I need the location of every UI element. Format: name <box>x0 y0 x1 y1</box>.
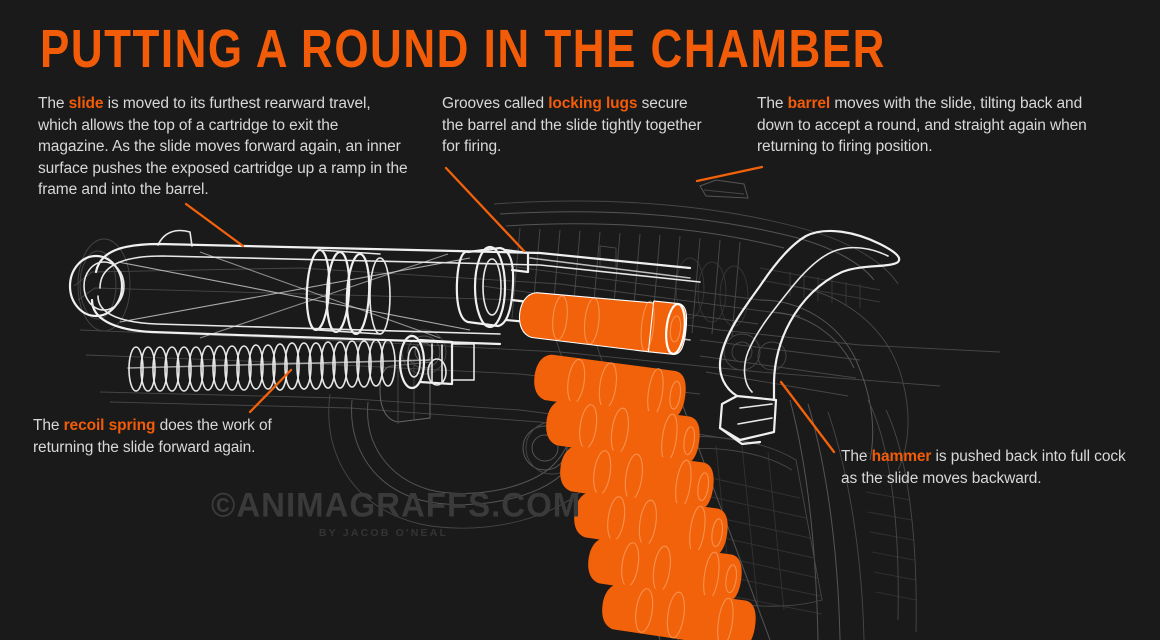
recoil-spring <box>127 334 475 392</box>
callout-slide-term: slide <box>68 95 104 112</box>
callout-recoil-before: The <box>33 417 64 434</box>
cartridge-chambering <box>518 292 688 355</box>
barrel-leader <box>695 165 764 183</box>
leader-lines <box>184 165 836 454</box>
callout-barrel-term: barrel <box>787 95 831 112</box>
callout-slide: The slide is moved to its furthest rearw… <box>38 93 410 201</box>
hammer-outline <box>718 229 901 446</box>
callout-barrel-before: The <box>757 95 788 112</box>
hammer-leader <box>779 380 836 454</box>
callout-recoil-spring: The recoil spring does the work of retur… <box>33 415 333 458</box>
recoil-spring-leader <box>248 368 293 414</box>
callout-hammer: The hammer is pushed back into full cock… <box>841 446 1131 489</box>
callout-slide-before: The <box>38 95 69 112</box>
callout-hammer-before: The <box>841 448 872 465</box>
callout-locking-lugs: Grooves called locking lugs secure the b… <box>442 93 704 158</box>
callout-hammer-term: hammer <box>871 448 932 465</box>
frame-wireframe <box>73 179 1001 640</box>
cartridge-stack <box>518 292 756 640</box>
page-title: PUTTING A ROUND IN THE CHAMBER <box>40 19 886 79</box>
callout-recoil-after: does the work of returning the slide for… <box>33 417 272 456</box>
callout-barrel-after: moves with the slide, tilting back and d… <box>757 95 1087 155</box>
slide-leader <box>184 202 245 248</box>
callout-lugs-term: locking lugs <box>548 95 638 112</box>
callout-lugs-after: secure the barrel and the slide tightly … <box>442 95 702 155</box>
locking-lugs <box>305 248 391 336</box>
callout-slide-after: is moved to its furthest rearward travel… <box>38 95 408 198</box>
callout-lugs-before: Grooves called <box>442 95 549 112</box>
locking-lugs-leader <box>444 166 526 253</box>
cartridge-7 <box>602 583 756 640</box>
callout-recoil-term: recoil spring <box>63 417 156 434</box>
callout-hammer-after: is pushed back into full cock as the sli… <box>841 448 1126 487</box>
callout-barrel: The barrel moves with the slide, tilting… <box>757 93 1117 158</box>
